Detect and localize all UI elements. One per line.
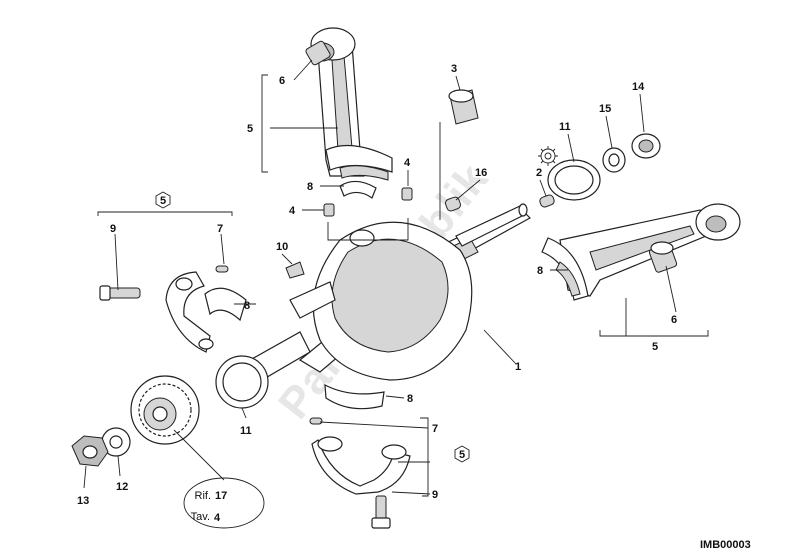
bolt-9-left <box>105 287 141 299</box>
callout-10: 10 <box>276 241 288 253</box>
bearing-shell-left <box>204 287 247 322</box>
dowel-4-left <box>323 203 335 217</box>
pin-7-left <box>215 265 229 273</box>
dowel-4-top <box>401 187 413 201</box>
lower-bearing-cap <box>309 417 411 529</box>
callout-5-hex-left: 5 <box>160 195 166 207</box>
pin-16 <box>444 196 462 212</box>
callout-6-top: 6 <box>279 75 285 87</box>
callout-14: 14 <box>632 81 645 93</box>
rif-value: 17 <box>215 490 227 502</box>
gear-symbol-icon <box>538 146 558 166</box>
callout-5-hex-right: 5 <box>459 449 465 461</box>
connecting-rod-right <box>541 203 741 301</box>
callout-15: 15 <box>599 103 611 115</box>
tav-value: 4 <box>214 512 221 524</box>
left-bearing-cap <box>99 265 229 353</box>
callout-2: 2 <box>536 167 542 179</box>
crankshaft <box>237 203 531 381</box>
callout-5-top: 5 <box>247 123 253 135</box>
key-10 <box>285 261 305 279</box>
leader-lines <box>83 59 709 497</box>
callout-7-left: 7 <box>217 223 223 235</box>
tav-label: Tav. <box>191 511 210 523</box>
callout-4-left: 4 <box>289 205 296 217</box>
callout-16: 16 <box>475 167 487 179</box>
callout-7-lower: 7 <box>432 423 438 435</box>
callout-8-top: 8 <box>307 181 313 193</box>
callout-8-lower: 8 <box>407 393 413 405</box>
bearing-bushing <box>448 89 479 125</box>
hexagon-5-icon-left: 5 <box>155 191 171 209</box>
callout-8-left: 8 <box>244 300 250 312</box>
rif-label: Rif. <box>195 490 212 502</box>
callout-11-left: 11 <box>240 425 252 437</box>
callout-5-right: 5 <box>652 341 658 353</box>
bearing-shell-top <box>339 180 377 199</box>
callout-4-top: 4 <box>404 157 411 169</box>
pin-7-lower <box>309 417 323 425</box>
callout-11-right: 11 <box>559 121 571 133</box>
callout-13: 13 <box>77 495 89 507</box>
callout-3: 3 <box>451 63 457 75</box>
callout-1: 1 <box>515 361 521 373</box>
hexagon-5-icon-right: 5 <box>454 445 470 463</box>
connecting-rod-top <box>305 27 393 181</box>
callout-8-right: 8 <box>537 265 543 277</box>
bearing-shell-lower <box>324 383 385 410</box>
reference-note: Rif. 17 Tav. 4 <box>183 477 265 529</box>
callout-12: 12 <box>116 481 128 493</box>
right-washers <box>547 133 661 201</box>
pin-2 <box>539 194 555 208</box>
callout-6-right: 6 <box>671 314 677 326</box>
drawing-code: IMB00003 <box>700 539 751 551</box>
left-gear-assembly <box>71 355 269 467</box>
callout-9-left: 9 <box>110 223 116 235</box>
callout-9-lower: 9 <box>432 489 438 501</box>
